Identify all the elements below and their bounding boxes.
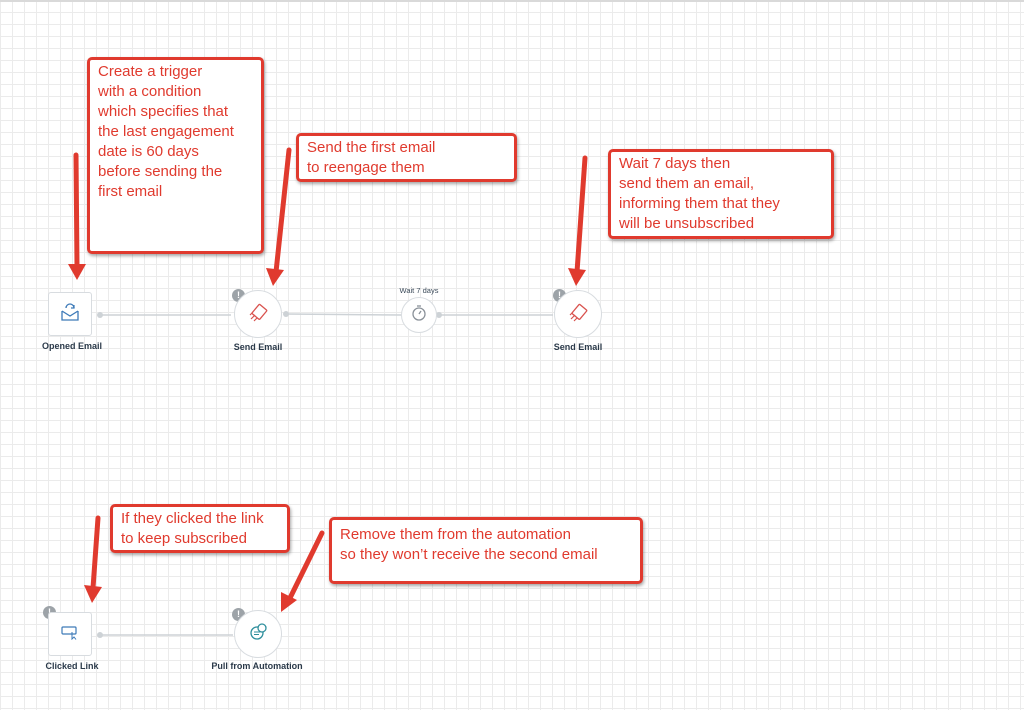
envelope-refresh-icon bbox=[59, 302, 81, 327]
stopwatch-icon bbox=[410, 304, 428, 327]
opened-email-node[interactable] bbox=[48, 292, 92, 336]
pull-from-automation-node[interactable] bbox=[234, 610, 282, 658]
arrow-remove bbox=[281, 530, 325, 612]
annotation-line: to reengage them bbox=[307, 159, 425, 176]
annotation-line: Remove them from the automation bbox=[340, 526, 571, 543]
port-send1-out[interactable] bbox=[283, 311, 289, 317]
annotation-trigger: Create a trigger with a condition which … bbox=[87, 57, 264, 254]
send-email-label-1: Send Email bbox=[233, 342, 283, 352]
annotation-line: Send the first email bbox=[307, 139, 436, 156]
pull-automation-icon bbox=[247, 621, 269, 648]
port-opened-out[interactable] bbox=[97, 312, 103, 318]
send-email-icon bbox=[247, 301, 269, 328]
port-clicked-out[interactable] bbox=[97, 632, 103, 638]
annotation-line: If they clicked the link bbox=[121, 510, 264, 527]
annotation-line: Wait 7 days then bbox=[619, 155, 731, 172]
annotation-line: with a condition bbox=[98, 83, 202, 100]
annotation-line: the last engagement bbox=[98, 123, 234, 140]
annotation-line: date is 60 days bbox=[98, 143, 199, 160]
annotation-line: which specifies that bbox=[98, 103, 229, 120]
arrow-wait-email bbox=[568, 155, 588, 286]
opened-email-label: Opened Email bbox=[41, 341, 103, 351]
annotation-line: Create a trigger bbox=[98, 63, 203, 80]
annotation-line: first email bbox=[98, 183, 163, 200]
send-email-icon bbox=[567, 301, 589, 328]
arrow-first-email bbox=[266, 147, 292, 286]
clicked-link-label: Clicked Link bbox=[45, 661, 99, 671]
annotation-wait-email: Wait 7 days then send them an email, inf… bbox=[608, 149, 834, 239]
wait-node[interactable] bbox=[401, 297, 437, 333]
link-click-icon bbox=[60, 624, 80, 645]
annotation-line: so they won’t receive the second email bbox=[340, 546, 598, 563]
top-border bbox=[0, 0, 1024, 2]
send-email-label-2: Send Email bbox=[553, 342, 603, 352]
annotation-line: send them an email, bbox=[619, 175, 755, 192]
annotation-line: informing them that they bbox=[619, 195, 780, 212]
connector-send1-to-wait bbox=[285, 313, 402, 316]
annotation-line: will be unsubscribed bbox=[619, 215, 755, 232]
wait-label: Wait 7 days bbox=[399, 286, 439, 295]
arrow-clicked bbox=[84, 515, 102, 603]
annotation-remove: Remove them from the automation so they … bbox=[329, 517, 643, 584]
clicked-link-node[interactable] bbox=[48, 612, 92, 656]
arrow-trigger bbox=[68, 152, 86, 280]
pull-from-automation-label: Pull from Automation bbox=[211, 661, 303, 671]
annotation-first-email: Send the first email to reengage them bbox=[296, 133, 517, 182]
port-wait-out[interactable] bbox=[436, 312, 442, 318]
annotation-line: to keep subscribed bbox=[121, 530, 247, 547]
send-email-node-2[interactable] bbox=[554, 290, 602, 338]
send-email-node-1[interactable] bbox=[234, 290, 282, 338]
annotation-clicked: If they clicked the link to keep subscri… bbox=[110, 504, 290, 553]
annotation-line: before sending the bbox=[98, 163, 223, 180]
